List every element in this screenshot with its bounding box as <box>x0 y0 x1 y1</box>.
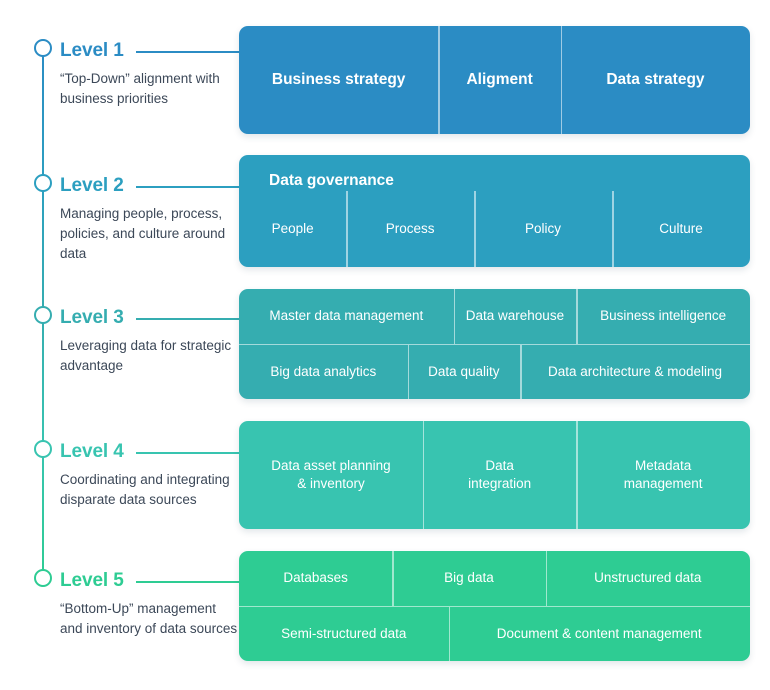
level-2-description: Managing people, process, policies, and … <box>60 206 226 261</box>
level-4-text-block: Level 4 Coordinating and integrating disp… <box>60 441 240 510</box>
level-3-title: Level 3 <box>60 307 124 328</box>
level-5-row-2: Semi-structured data Document & content m… <box>239 605 750 662</box>
timeline-node-level-5 <box>34 569 52 587</box>
level-3-cell-1-3[interactable]: Business intelligence <box>576 289 750 344</box>
level-3-leader-line <box>136 318 239 320</box>
level-3-cell-2-1[interactable]: Big data analytics <box>270 363 377 379</box>
level-5-description: “Bottom-Up” management and inventory of … <box>60 601 238 636</box>
level-4-title: Level 4 <box>60 441 124 462</box>
level-2-cell-1-4[interactable]: Culture <box>612 191 750 267</box>
level-2-title: Level 2 <box>60 175 124 196</box>
level-2-cell-1-2[interactable]: Process <box>346 191 474 267</box>
level-5-cell-1-3[interactable]: Unstructured data <box>545 551 750 606</box>
level-3-cell-1-2[interactable]: Data warehouse <box>453 289 577 344</box>
level-5-cell-1-1[interactable]: Databases <box>283 570 348 586</box>
timeline-node-level-4 <box>34 440 52 458</box>
level-5-cell-1-2[interactable]: Big data <box>392 551 545 606</box>
level-3-cell-2-3[interactable]: Data architecture & modeling <box>520 344 750 400</box>
level-5-text-block: Level 5 “Bottom-Up” management and invent… <box>60 570 240 639</box>
level-4-card-rows: Data asset planning & inventory Data inte… <box>239 421 750 529</box>
level-1-cell-1-3[interactable]: Data strategy <box>560 26 750 134</box>
level-1-cell-1-1[interactable]: Business strategy <box>271 71 406 88</box>
level-4-row-1: Data asset planning & inventory Data inte… <box>239 421 750 529</box>
level-3-cell-1-1[interactable]: Master data management <box>269 308 424 324</box>
level-4-cell-1-2[interactable]: Data integration <box>422 421 576 529</box>
level-4-card: Data asset planning & inventory Data inte… <box>239 421 750 529</box>
level-3-cell-2-2[interactable]: Data quality <box>407 344 520 400</box>
level-4-description: Coordinating and integrating disparate d… <box>60 472 230 507</box>
level-3-description: Leveraging data for strategic advantage <box>60 338 232 373</box>
timeline-node-level-2 <box>34 174 52 192</box>
level-1-cell-1-2[interactable]: Aligment <box>438 26 561 134</box>
level-2-text-block: Level 2 Managing people, process, policie… <box>60 175 240 264</box>
level-5-title: Level 5 <box>60 570 124 591</box>
level-4-leader-line <box>136 452 239 454</box>
level-1-leader-line <box>136 51 239 53</box>
timeline-node-level-1 <box>34 39 52 57</box>
level-1-title: Level 1 <box>60 40 124 61</box>
level-5-cell-2-2[interactable]: Document & content management <box>448 606 750 662</box>
level-2-leader-line <box>136 186 239 188</box>
level-4-cell-1-1[interactable]: Data asset planning & inventory <box>271 458 391 491</box>
timeline-node-level-3 <box>34 306 52 324</box>
level-4-cell-1-3[interactable]: Metadata management <box>576 421 750 529</box>
level-2-cell-1-1[interactable]: People <box>271 221 314 236</box>
level-5-cell-2-1[interactable]: Semi-structured data <box>281 625 407 641</box>
level-5-leader-line <box>136 581 239 583</box>
level-2-card-heading: Data governance <box>269 172 394 189</box>
level-1-description: “Top-Down” alignment with business prior… <box>60 71 220 106</box>
level-3-text-block: Level 3 Leveraging data for strategic adv… <box>60 307 240 376</box>
level-1-text-block: Level 1 “Top-Down” alignment with busines… <box>60 40 240 109</box>
level-2-cell-1-3[interactable]: Policy <box>474 191 612 267</box>
